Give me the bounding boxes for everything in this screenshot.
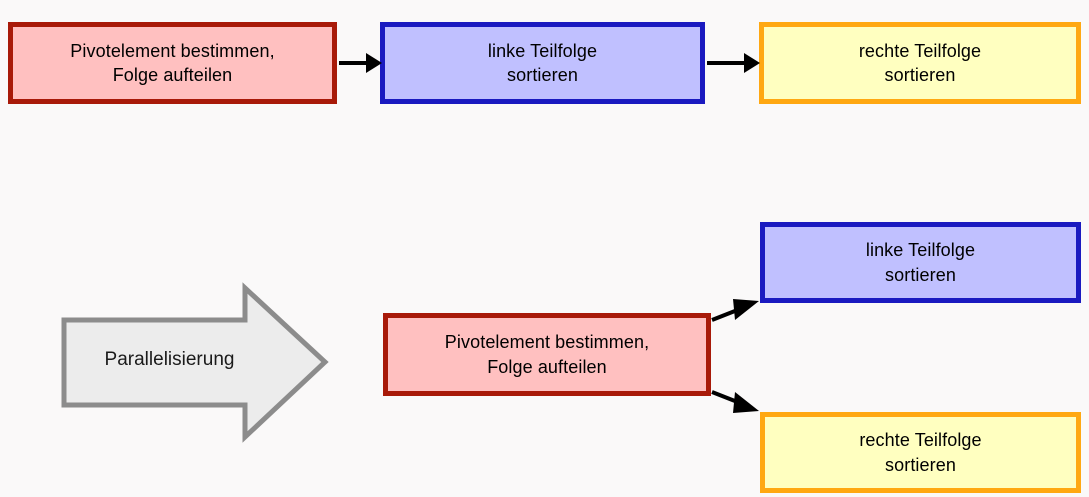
connector-bottom-pivot-to-left: [711, 299, 759, 322]
connector-bottom-pivot-to-right: [711, 390, 759, 413]
node-bottom-right-subsequence[interactable]: rechte Teilfolge sortieren: [760, 412, 1081, 493]
node-bottom-pivot[interactable]: Pivotelement bestimmen, Folge aufteilen: [383, 313, 711, 396]
node-top-pivot[interactable]: Pivotelement bestimmen, Folge aufteilen: [8, 22, 337, 104]
parallelisierung-label: Parallelisierung: [104, 349, 235, 370]
node-bottom-left-subsequence[interactable]: linke Teilfolge sortieren: [760, 222, 1081, 303]
connector-top-pivot-to-left: [339, 53, 382, 73]
node-top-left-subsequence[interactable]: linke Teilfolge sortieren: [380, 22, 705, 104]
node-top-right-subsequence[interactable]: rechte Teilfolge sortieren: [759, 22, 1081, 104]
connector-top-left-to-right: [707, 53, 760, 73]
